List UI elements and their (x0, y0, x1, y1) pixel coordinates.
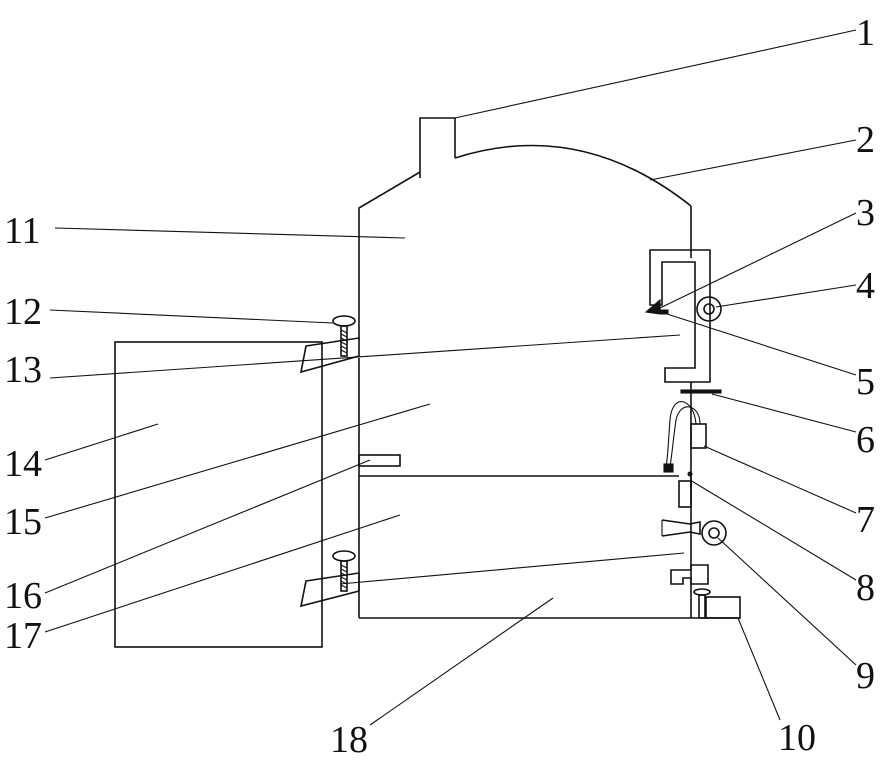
part-9-lower-nozzle (661, 519, 701, 537)
part-2-dome (454, 144, 692, 207)
label-11: 11 (4, 210, 41, 252)
label-7: 7 (856, 499, 875, 541)
label-3: 3 (856, 192, 875, 234)
part-number-labels: 1 2 3 4 5 6 7 8 9 10 11 12 13 14 15 16 1… (4, 12, 875, 761)
label-5: 5 (856, 361, 875, 403)
label-13: 13 (4, 349, 42, 391)
part-12-upper-bolt-head (332, 315, 356, 327)
leader-10 (737, 617, 781, 721)
part-3-upper-c-bracket (649, 249, 711, 383)
leader-2 (649, 139, 857, 181)
leader-3 (659, 212, 857, 309)
leader-7 (703, 445, 857, 514)
part-14-door-panel (114, 341, 323, 648)
lower-bolt-head (332, 550, 356, 562)
part-9-lower-pulley (701, 520, 727, 546)
part-4-upper-pulley-hub (703, 303, 715, 315)
drain-valve-stem (698, 594, 706, 619)
leader-5 (663, 312, 857, 376)
leader-6 (711, 393, 857, 433)
leader-4 (715, 284, 857, 308)
label-2: 2 (856, 119, 875, 161)
part-6-plate (680, 389, 722, 394)
label-6: 6 (856, 419, 875, 461)
leader-lines (44, 29, 857, 726)
label-12: 12 (4, 291, 42, 333)
lower-hinge-block (299, 572, 360, 608)
cable-connector (663, 463, 674, 473)
label-15: 15 (4, 501, 42, 543)
leader-14 (44, 423, 159, 461)
label-18: 18 (330, 719, 368, 761)
lower-l-bracket (670, 564, 709, 585)
leader-17 (44, 514, 401, 633)
part-7-sensor-cable-2 (669, 406, 701, 467)
label-4: 4 (856, 265, 875, 307)
upper-nozzle (644, 298, 669, 315)
leader-1 (454, 29, 857, 119)
leader-13 (49, 334, 681, 379)
vessel-shoulder-left (358, 171, 421, 340)
part-8-valve-body (678, 480, 692, 508)
label-10: 10 (778, 717, 816, 759)
part-1-top-pipe (419, 117, 456, 178)
leader-11 (54, 227, 406, 239)
leader-18 (369, 597, 554, 726)
part-9-lower-pulley-hub (708, 527, 720, 539)
lower-bolt-thread (340, 564, 348, 589)
leader-12 (49, 309, 334, 324)
leader-8 (689, 479, 857, 581)
label-1: 1 (856, 12, 875, 54)
label-17: 17 (4, 615, 42, 657)
label-9: 9 (856, 655, 875, 697)
part-4-upper-pulley (696, 296, 722, 322)
label-14: 14 (4, 443, 42, 485)
leader-17b (339, 552, 685, 585)
part-13-upper-hinge-block (299, 337, 360, 374)
label-16: 16 (4, 575, 42, 617)
part-10-drain-outlet (705, 596, 741, 619)
leader-9 (717, 537, 857, 666)
drain-valve-handle (693, 588, 711, 596)
label-8: 8 (856, 567, 875, 609)
leader-16 (44, 459, 371, 594)
leader-15 (44, 403, 431, 519)
part-16-partition-lug (358, 454, 401, 467)
upper-bolt-thread (340, 329, 348, 354)
part-7-sensor-box (690, 423, 707, 449)
part-8-valve-pin (687, 471, 693, 477)
